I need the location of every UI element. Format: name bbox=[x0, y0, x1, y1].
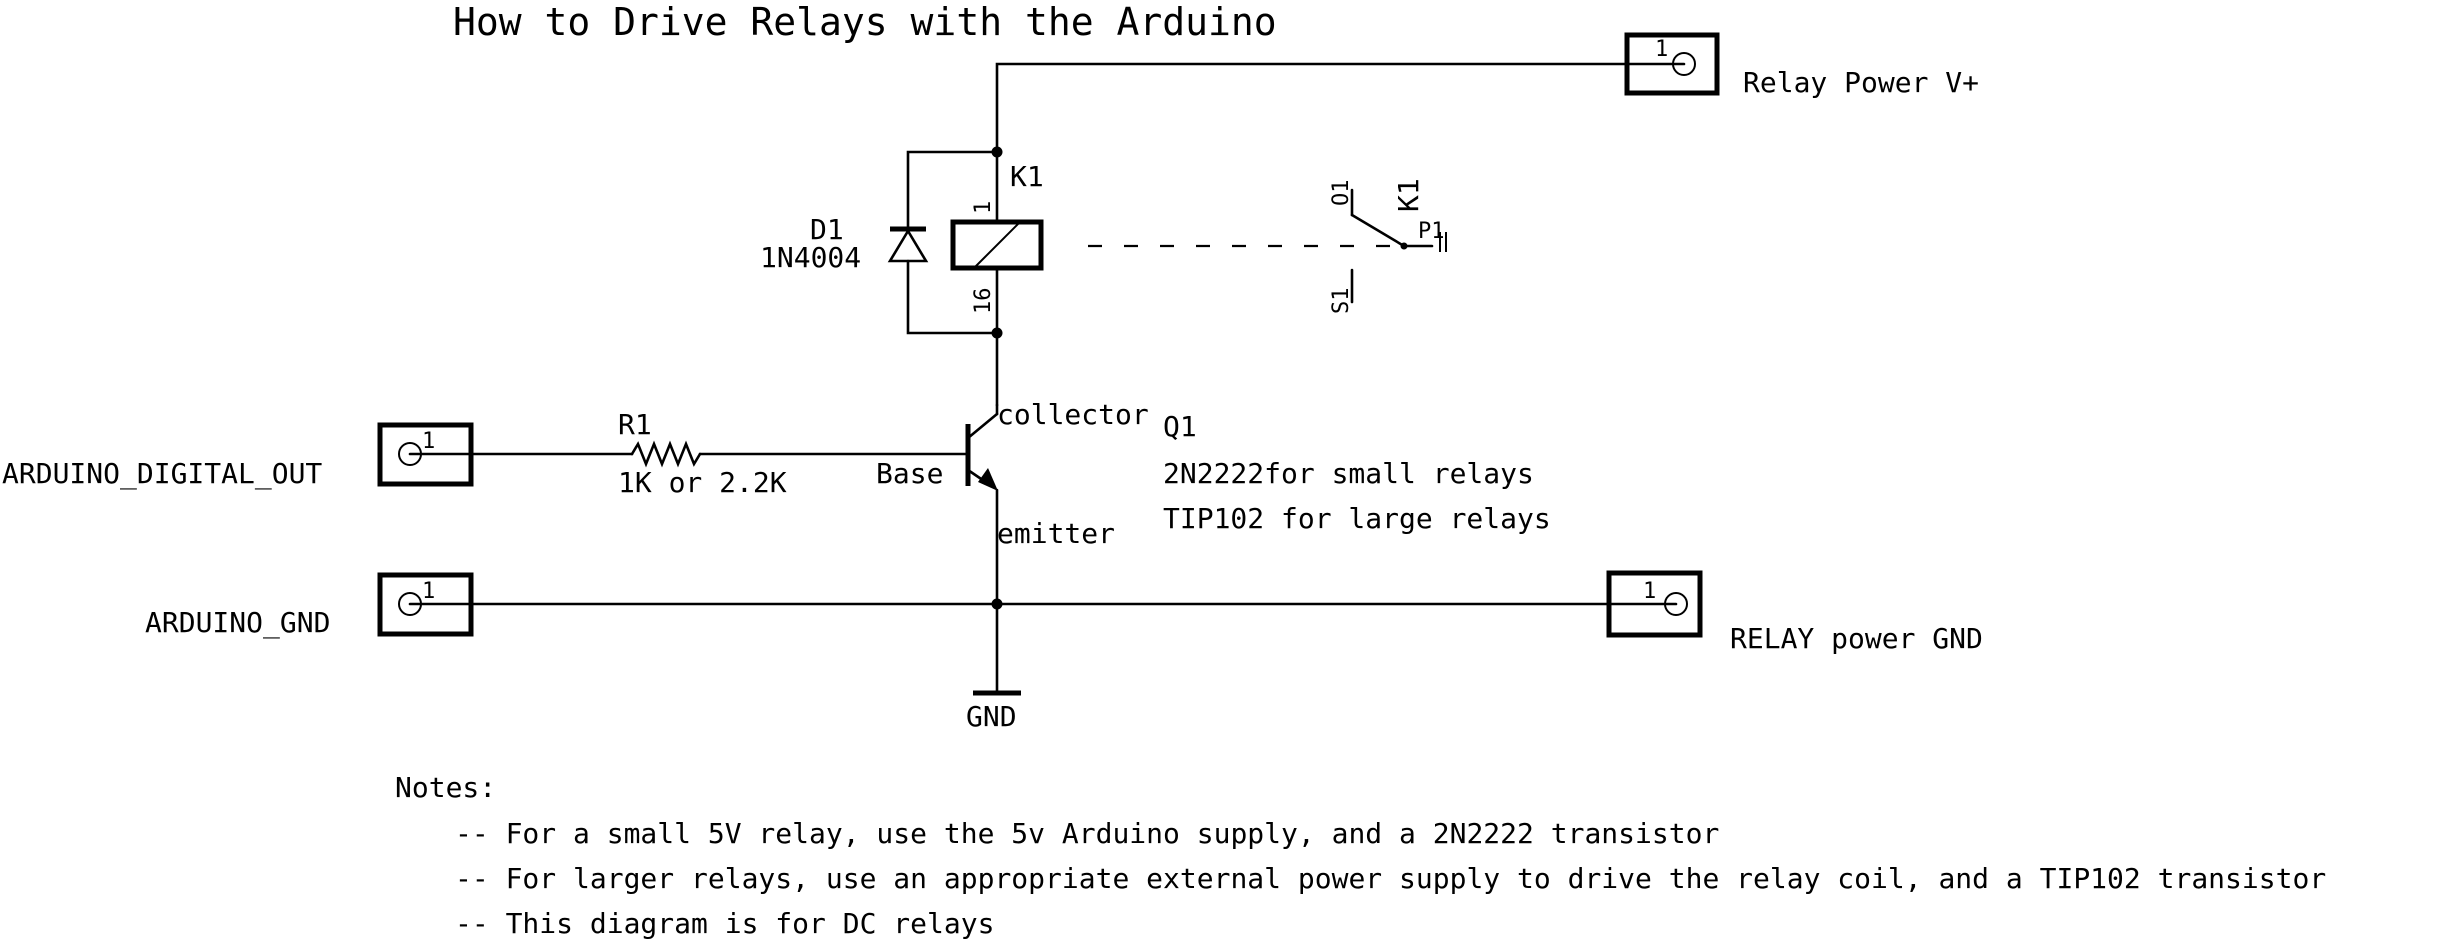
transistor-base-label: Base bbox=[876, 457, 943, 490]
digital-out-pin-label: 1 bbox=[422, 429, 435, 454]
relay-power-label: Relay Power V+ bbox=[1743, 66, 1979, 99]
diode-ref: D1 bbox=[810, 213, 844, 246]
resistor-r1 bbox=[630, 440, 702, 468]
transistor-note-1: 2N2222for small relays bbox=[1163, 457, 1534, 490]
transistor-collector-label: collector bbox=[997, 398, 1149, 431]
wire-diode-top bbox=[906, 150, 999, 229]
relay-power-pin-label: 1 bbox=[1655, 37, 1668, 62]
resistor-ref: R1 bbox=[618, 408, 652, 441]
notes-heading: Notes: bbox=[395, 771, 496, 804]
relay-gnd-label: RELAY power GND bbox=[1730, 622, 1983, 655]
digital-out-label: ARDUINO_DIGITAL_OUT bbox=[2, 457, 322, 491]
ground-label: GND bbox=[966, 700, 1017, 733]
transistor-q1 bbox=[965, 403, 999, 604]
relay-switch-contact bbox=[1350, 188, 1447, 304]
switch-label-s1: S1 bbox=[1329, 288, 1354, 315]
relay-pin-top: 1 bbox=[971, 201, 996, 214]
transistor-ref: Q1 bbox=[1163, 410, 1197, 443]
note-item: -- This diagram is for DC relays bbox=[455, 907, 994, 940]
resistor-value: 1K or 2.2K bbox=[618, 466, 787, 499]
transistor-emitter-label: emitter bbox=[997, 517, 1115, 550]
relay-coil bbox=[950, 219, 1044, 271]
wire-diode-bottom bbox=[906, 259, 999, 335]
relay-ref: K1 bbox=[1010, 160, 1044, 193]
note-item: -- For a small 5V relay, use the 5v Ardu… bbox=[455, 817, 1719, 850]
diagram-title: How to Drive Relays with the Arduino bbox=[453, 0, 1277, 44]
switch-label-o1: O1 bbox=[1329, 180, 1354, 207]
diode-value: 1N4004 bbox=[760, 241, 861, 274]
wire-vplus bbox=[995, 62, 1686, 154]
transistor-note-2: TIP102 for large relays bbox=[1163, 502, 1551, 535]
relay-pin-bottom: 16 bbox=[971, 288, 996, 315]
note-item: -- For larger relays, use an appropriate… bbox=[455, 862, 2326, 895]
switch-label-p1: P1 bbox=[1418, 219, 1445, 244]
relay-gnd-pin-label: 1 bbox=[1643, 579, 1656, 604]
switch-ref: K1 bbox=[1392, 178, 1425, 212]
arduino-gnd-pin-label: 1 bbox=[422, 579, 435, 604]
diode-d1 bbox=[887, 226, 929, 263]
arduino-gnd-label: ARDUINO_GND bbox=[145, 606, 330, 640]
notes: Notes: -- For a small 5V relay, use the … bbox=[395, 771, 2326, 940]
